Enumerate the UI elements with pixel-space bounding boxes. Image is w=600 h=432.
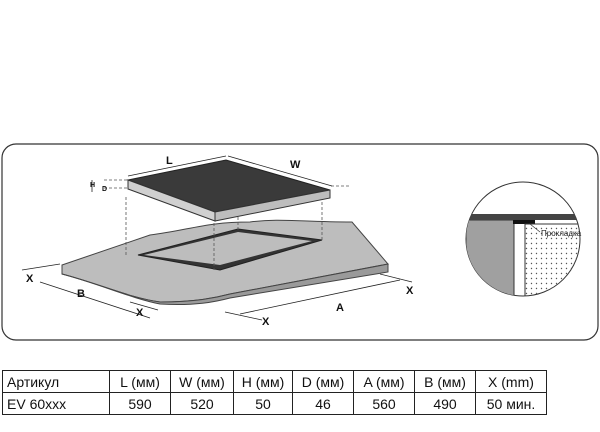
header-cell-d: D (мм): [292, 370, 354, 393]
cell-h: 50: [233, 392, 293, 415]
header-cell-b: B (мм): [414, 370, 476, 393]
header-cell-w: W (мм): [170, 370, 234, 393]
installation-diagram-svg: L W H D X B X X A X Прокладка: [1, 143, 599, 341]
cell-d: 46: [292, 392, 354, 415]
cell-x: 50 мин.: [475, 392, 547, 415]
label-d: D: [102, 186, 107, 193]
cell-l: 590: [109, 392, 171, 415]
header-cell-x: X (mm): [475, 370, 547, 393]
installation-diagram: L W H D X B X X A X Прокладка: [0, 142, 600, 342]
diagram-frame: [1, 143, 599, 341]
cell-article: EV 60xxx: [2, 392, 110, 415]
label-x-front: X: [262, 316, 270, 328]
cell-b: 490: [414, 392, 476, 415]
header-cell-article: Артикул: [2, 370, 110, 393]
label-l: L: [166, 155, 173, 167]
table-header-row: Артикул L (мм) W (мм) H (мм) D (мм) A (м…: [2, 370, 547, 393]
cell-a: 560: [353, 392, 415, 415]
header-cell-a: A (мм): [353, 370, 415, 393]
cell-w: 520: [170, 392, 234, 415]
gasket-label: Прокладка: [541, 229, 582, 238]
label-x-bottom: X: [136, 307, 144, 319]
label-w: W: [290, 159, 301, 171]
dimension-lines: [21, 155, 413, 321]
header-cell-l: L (мм): [109, 370, 171, 393]
hob: [126, 159, 331, 222]
label-h: H: [90, 182, 95, 189]
countertop: [61, 219, 389, 306]
header-cell-h: H (мм): [233, 370, 293, 393]
table-row: EV 60xxx 590 520 50 46 560 490 50 мин.: [2, 392, 547, 415]
label-x-right: X: [406, 285, 414, 297]
label-b: B: [77, 288, 85, 300]
gasket-detail: Прокладка: [465, 181, 582, 297]
label-x-left: X: [26, 273, 34, 285]
spec-table: Артикул L (мм) W (мм) H (мм) D (мм) A (м…: [2, 370, 547, 415]
label-a: A: [336, 302, 344, 314]
